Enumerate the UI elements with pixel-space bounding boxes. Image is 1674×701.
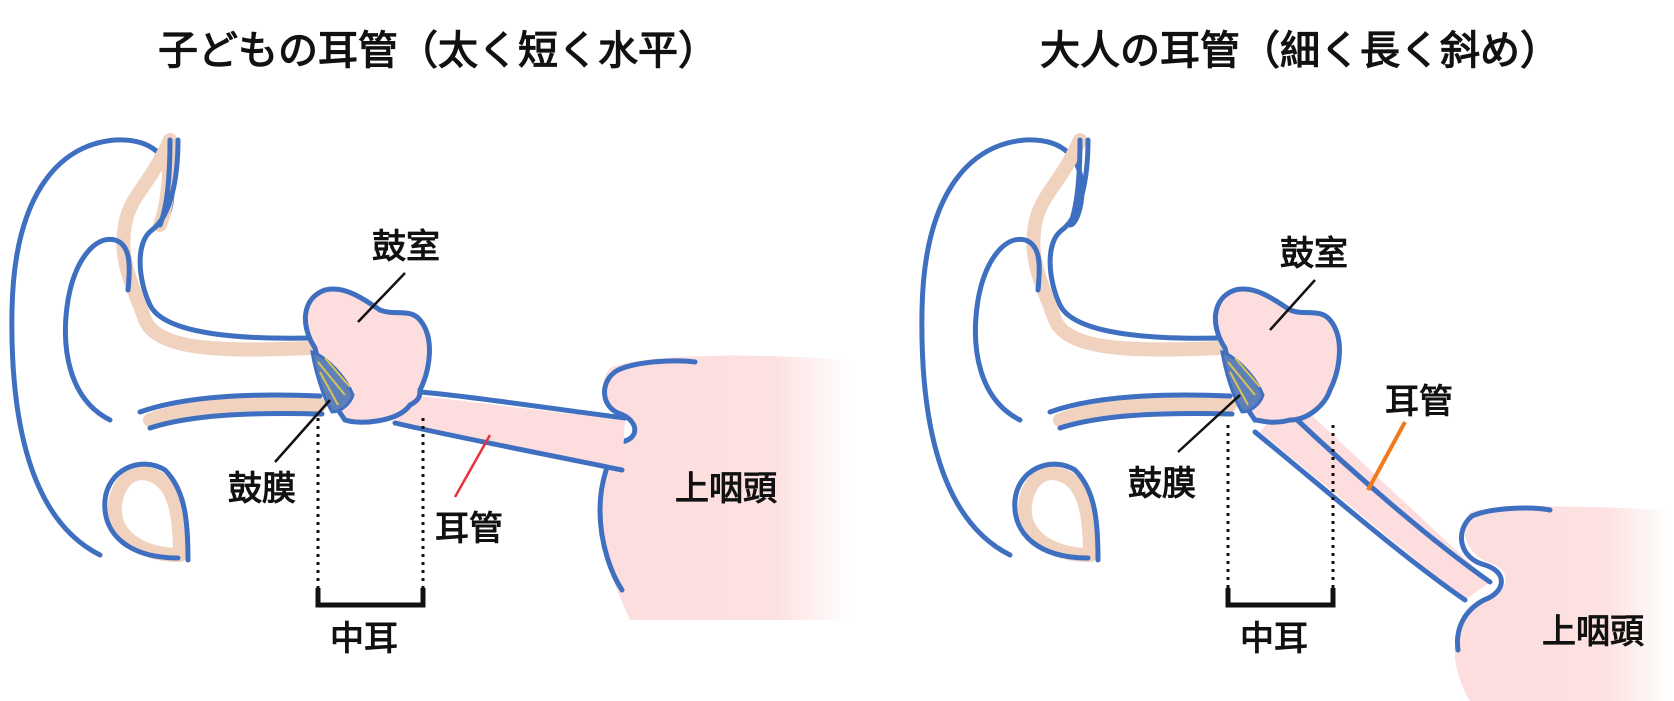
child-helix-outline xyxy=(137,137,315,341)
child-middle-ear-bracket xyxy=(315,418,426,608)
adult-concha-cartilage xyxy=(1017,396,1237,562)
adult-label-nasopharynx: 上咽頭 xyxy=(1542,612,1645,652)
child-tympanic-cavity-leader xyxy=(357,272,406,323)
adult-concha-outline xyxy=(1012,392,1235,563)
adult-helix-cartilage xyxy=(1026,133,1227,357)
adult-eustachian-tube-outline xyxy=(1252,412,1493,603)
child-panel-title: 子どもの耳管（太く短く水平） xyxy=(158,28,718,74)
child-label-eardrum: 鼓膜 xyxy=(228,469,296,509)
child-helix-cartilage xyxy=(116,133,317,357)
adult-antihelix-outline xyxy=(972,236,1042,423)
child-auricle-outline xyxy=(9,137,175,558)
child-nasopharynx-outline xyxy=(597,358,698,593)
child-eardrum-leader xyxy=(274,399,331,463)
child-nasopharynx-tissue xyxy=(599,355,850,620)
child-concha-outline xyxy=(102,392,325,563)
child-label-middle-ear: 中耳 xyxy=(330,619,398,659)
adult-helix-outline xyxy=(1047,137,1225,341)
adult-label-tympanic-cavity: 鼓室 xyxy=(1280,234,1348,274)
adult-label-eustachian-tube: 耳管 xyxy=(1385,382,1453,422)
child-eustachian-tube-outline xyxy=(392,389,628,473)
adult-label-middle-ear: 中耳 xyxy=(1240,619,1308,659)
adult-tympanic-cavity-leader xyxy=(1269,279,1316,331)
adult-auricle-outline xyxy=(919,137,1085,558)
child-antihelix-outline xyxy=(62,236,132,423)
adult-ear-illustration: 鼓室 鼓膜 耳管 上咽頭 中耳 xyxy=(919,133,1670,701)
adult-eustachian-tube xyxy=(1260,395,1490,600)
adult-middle-ear-bracket xyxy=(1225,425,1336,608)
child-label-tympanic-cavity: 鼓室 xyxy=(372,227,440,267)
child-eustachian-tube xyxy=(395,393,625,470)
adult-eardrum xyxy=(1220,349,1265,414)
adult-label-eardrum: 鼓膜 xyxy=(1128,464,1196,504)
child-label-eustachian-tube: 耳管 xyxy=(435,509,503,549)
adult-nasopharynx-tissue xyxy=(1454,506,1670,701)
child-eustachian-tube-marker xyxy=(453,434,492,498)
child-concha-cartilage xyxy=(107,396,327,562)
adult-panel-title: 大人の耳管（細く長く斜め） xyxy=(1040,28,1560,74)
child-label-nasopharynx: 上咽頭 xyxy=(675,469,778,509)
child-eardrum xyxy=(310,349,355,414)
child-ear-illustration: 鼓室 鼓膜 耳管 上咽頭 中耳 xyxy=(9,133,850,659)
adult-nasopharynx-outline xyxy=(1454,505,1553,653)
adult-eardrum-leader xyxy=(1177,394,1241,453)
adult-eustachian-tube-marker xyxy=(1366,421,1407,491)
